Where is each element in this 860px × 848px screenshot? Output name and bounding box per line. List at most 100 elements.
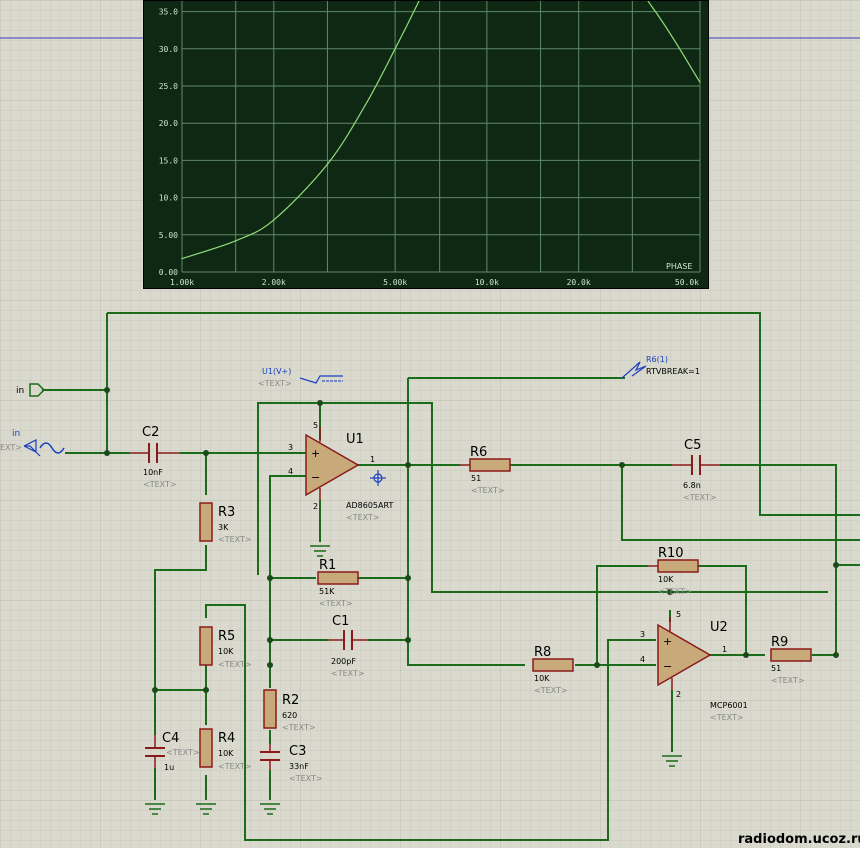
pin-number: 2: [676, 690, 681, 699]
junction-dot: [405, 462, 411, 468]
wire: [319, 402, 828, 593]
resistor-r4[interactable]: R4 10K <TEXT>: [199, 728, 252, 771]
capacitor-c2[interactable]: C2 10nF <TEXT>: [130, 425, 180, 489]
test-point-marker[interactable]: [370, 470, 386, 486]
resistor-body: [199, 728, 213, 768]
wire: [257, 402, 320, 575]
opamp-minus: −: [663, 660, 672, 673]
component-part: MCP6001: [710, 701, 748, 710]
component-value: 10K: [218, 749, 234, 758]
junction-dot: [203, 450, 209, 456]
junction-dot: [152, 687, 158, 693]
generator-arrow-icon: [23, 439, 41, 457]
terminal-arrow-icon: [29, 383, 46, 397]
junction-dot: [619, 462, 625, 468]
opamp-plus: +: [663, 635, 672, 648]
opamp-plus: +: [311, 447, 320, 460]
component-text: <TEXT>: [218, 535, 252, 544]
voltage-probe-u1[interactable]: U1(V+) <TEXT>: [258, 367, 343, 388]
opamp-u2[interactable]: + − 3 4 1 5 2 U2 MCP6001 <TEXT>: [640, 610, 748, 722]
component-value: 10K: [534, 674, 550, 683]
junction-dot: [104, 387, 110, 393]
opamp-body: [305, 433, 360, 497]
signal-generator[interactable]: in EXT>: [0, 429, 65, 457]
junction-dot: [267, 662, 273, 668]
resistor-r1[interactable]: R1 51K <TEXT>: [317, 558, 359, 608]
phase-trace: [181, 0, 701, 260]
component-text: <TEXT>: [331, 669, 365, 678]
resistor-body: [532, 658, 574, 672]
y-tick-label: 5.00: [159, 231, 178, 240]
resistor-r10[interactable]: R10 10K <TEXT>: [648, 546, 699, 596]
component-text: <TEXT>: [282, 723, 316, 732]
probe-label: R6(1): [646, 355, 668, 364]
ground-icon: [145, 803, 165, 815]
opamp-u1[interactable]: + − 3 4 1 5 2 U1 AD8605ART <TEXT>: [288, 421, 393, 522]
y-tick-label: 35.0: [159, 8, 178, 17]
component-ref: C4: [162, 731, 179, 746]
phase-point: [364, 104, 367, 106]
resistor-r6[interactable]: R6 51 <TEXT>: [460, 445, 511, 495]
junction-dot: [104, 450, 110, 456]
component-value: 10K: [218, 647, 234, 656]
resistor-body: [317, 571, 359, 585]
y-tick-label: 30.0: [159, 45, 178, 54]
resistor-body: [199, 502, 213, 542]
wire: [205, 604, 656, 841]
component-value: 1u: [164, 763, 174, 772]
pin-number: 4: [640, 655, 645, 664]
chart-title: PHASE: [666, 262, 692, 271]
component-value: 10K: [658, 575, 674, 584]
component-text: <TEXT>: [218, 762, 252, 771]
resistor-r3[interactable]: R3 3K <TEXT>: [199, 502, 252, 544]
component-value: 51: [771, 664, 781, 673]
component-ref: C3: [289, 744, 306, 759]
component-value: 620: [282, 711, 297, 720]
component-text: <TEXT>: [166, 748, 200, 757]
component-text: <TEXT>: [771, 676, 805, 685]
resistor-body: [469, 458, 511, 472]
input-terminal[interactable]: in: [16, 383, 46, 397]
phase-point: [235, 240, 237, 242]
wire: [698, 565, 747, 655]
phase-point: [273, 219, 275, 221]
ground-symbols: [145, 545, 682, 815]
resistor-r9[interactable]: R9 51 <TEXT>: [770, 635, 812, 685]
current-probe-r6[interactable]: R6(1) RTVBREAK=1: [621, 355, 700, 379]
x-tick-label: 10.0k: [475, 278, 499, 287]
junction-dot: [594, 662, 600, 668]
probe-label: U1(V+): [262, 367, 291, 376]
opamp-minus: −: [311, 471, 320, 484]
component-part: AD8605ART: [346, 501, 393, 510]
resistor-r8[interactable]: R8 10K <TEXT>: [532, 645, 574, 695]
junction-dot: [267, 575, 273, 581]
junction-dot: [267, 637, 273, 643]
resistor-body: [770, 648, 812, 662]
opamp-body: [657, 623, 712, 687]
component-text: <TEXT>: [710, 713, 744, 722]
probe-sub-label: <TEXT>: [258, 379, 292, 388]
capacitor-c5[interactable]: C5 6.8n <TEXT>: [672, 438, 720, 502]
ground-icon: [196, 803, 216, 815]
junction-dot: [317, 400, 323, 406]
component-ref: R10: [658, 546, 684, 561]
resistor-body: [199, 626, 213, 666]
x-tick-label: 2.00k: [262, 278, 286, 287]
wire: [720, 464, 837, 655]
pin-number: 3: [288, 443, 293, 452]
resistor-r2[interactable]: R2 620 <TEXT>: [263, 689, 316, 732]
resistor-r5[interactable]: R5 10K <TEXT>: [199, 626, 252, 669]
x-tick-label: 1.00k: [170, 278, 194, 287]
component-value: 10nF: [143, 468, 163, 477]
generator-side-text: EXT>: [0, 443, 22, 452]
junction-dot: [833, 562, 839, 568]
capacitor-c1[interactable]: C1 200pF <TEXT>: [328, 614, 368, 678]
pin-number: 5: [676, 610, 681, 619]
wire: [596, 565, 648, 665]
capacitor-c3[interactable]: C3 33nF <TEXT>: [260, 744, 323, 783]
component-ref: R2: [282, 693, 299, 708]
capacitor-c4[interactable]: C4 <TEXT> 1u: [145, 731, 200, 772]
